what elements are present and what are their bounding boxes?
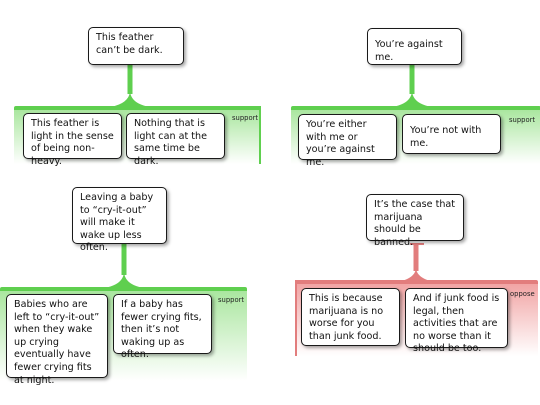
map4-oppose-band xyxy=(295,280,538,284)
map4-band-edge xyxy=(295,280,297,356)
map1-connector xyxy=(102,64,158,108)
map3-claim[interactable]: Leaving a baby to “cry-it-out” will make… xyxy=(72,187,167,253)
map2-premise-1[interactable]: You’re either with me or you’re against … xyxy=(298,114,397,168)
map3-connector xyxy=(96,243,152,289)
map3-premise-2[interactable]: If a baby has fewer crying fits, then it… xyxy=(113,294,212,360)
map4-claim[interactable]: It’s the case that marijuana should be b… xyxy=(366,194,464,248)
map2-relation-label: support xyxy=(509,116,536,124)
map3-premise-1[interactable]: Babies who are left to “cry-it-out” when… xyxy=(6,294,108,386)
map2-support-band xyxy=(291,106,540,110)
map3-support-band xyxy=(0,287,247,291)
map4-relation-label: oppose xyxy=(510,290,535,298)
map1-premise-2[interactable]: Nothing that is light can at the same ti… xyxy=(126,113,225,167)
map2-claim[interactable]: You’re against me. xyxy=(367,28,462,65)
map3-relation-label: support xyxy=(218,296,245,304)
map1-premise-1[interactable]: This feather is light in the sense of be… xyxy=(23,113,122,167)
map4-connector xyxy=(388,243,444,283)
map4-premise-2[interactable]: And if junk food is legal, then activiti… xyxy=(405,288,508,354)
map2-connector xyxy=(384,64,440,108)
map1-support-band xyxy=(14,106,261,110)
map2-premise-2[interactable]: You’re not with me. xyxy=(402,114,501,154)
map1-relation-label: support xyxy=(232,114,259,122)
map4-premise-1[interactable]: This is because marijuana is no worse fo… xyxy=(301,288,400,346)
map1-claim[interactable]: This feather can’t be dark. xyxy=(88,27,184,65)
